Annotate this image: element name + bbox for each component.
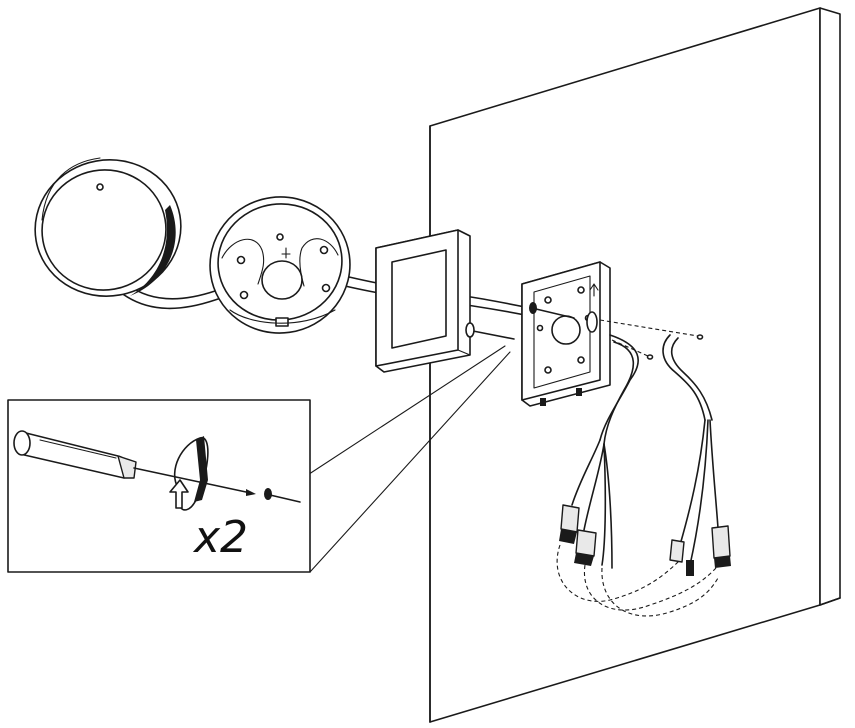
rotation-arrow-icon (169, 436, 209, 511)
cable-tail (571, 334, 719, 569)
screw-lower (465, 322, 515, 340)
screw-upper (529, 302, 575, 319)
callout-leaders (299, 345, 511, 573)
back-plate (521, 261, 611, 407)
alignment-lines (599, 319, 704, 360)
camera-base (209, 196, 351, 334)
connectors (559, 504, 731, 576)
callout-box (7, 399, 311, 573)
screwdriver-icon (13, 430, 256, 496)
dashed-loops (556, 544, 719, 617)
screw-icon (264, 488, 301, 503)
wall (429, 7, 841, 723)
camera-dome (34, 157, 182, 297)
mounting-frame (375, 229, 471, 373)
quantity-label: x2 (192, 512, 248, 563)
